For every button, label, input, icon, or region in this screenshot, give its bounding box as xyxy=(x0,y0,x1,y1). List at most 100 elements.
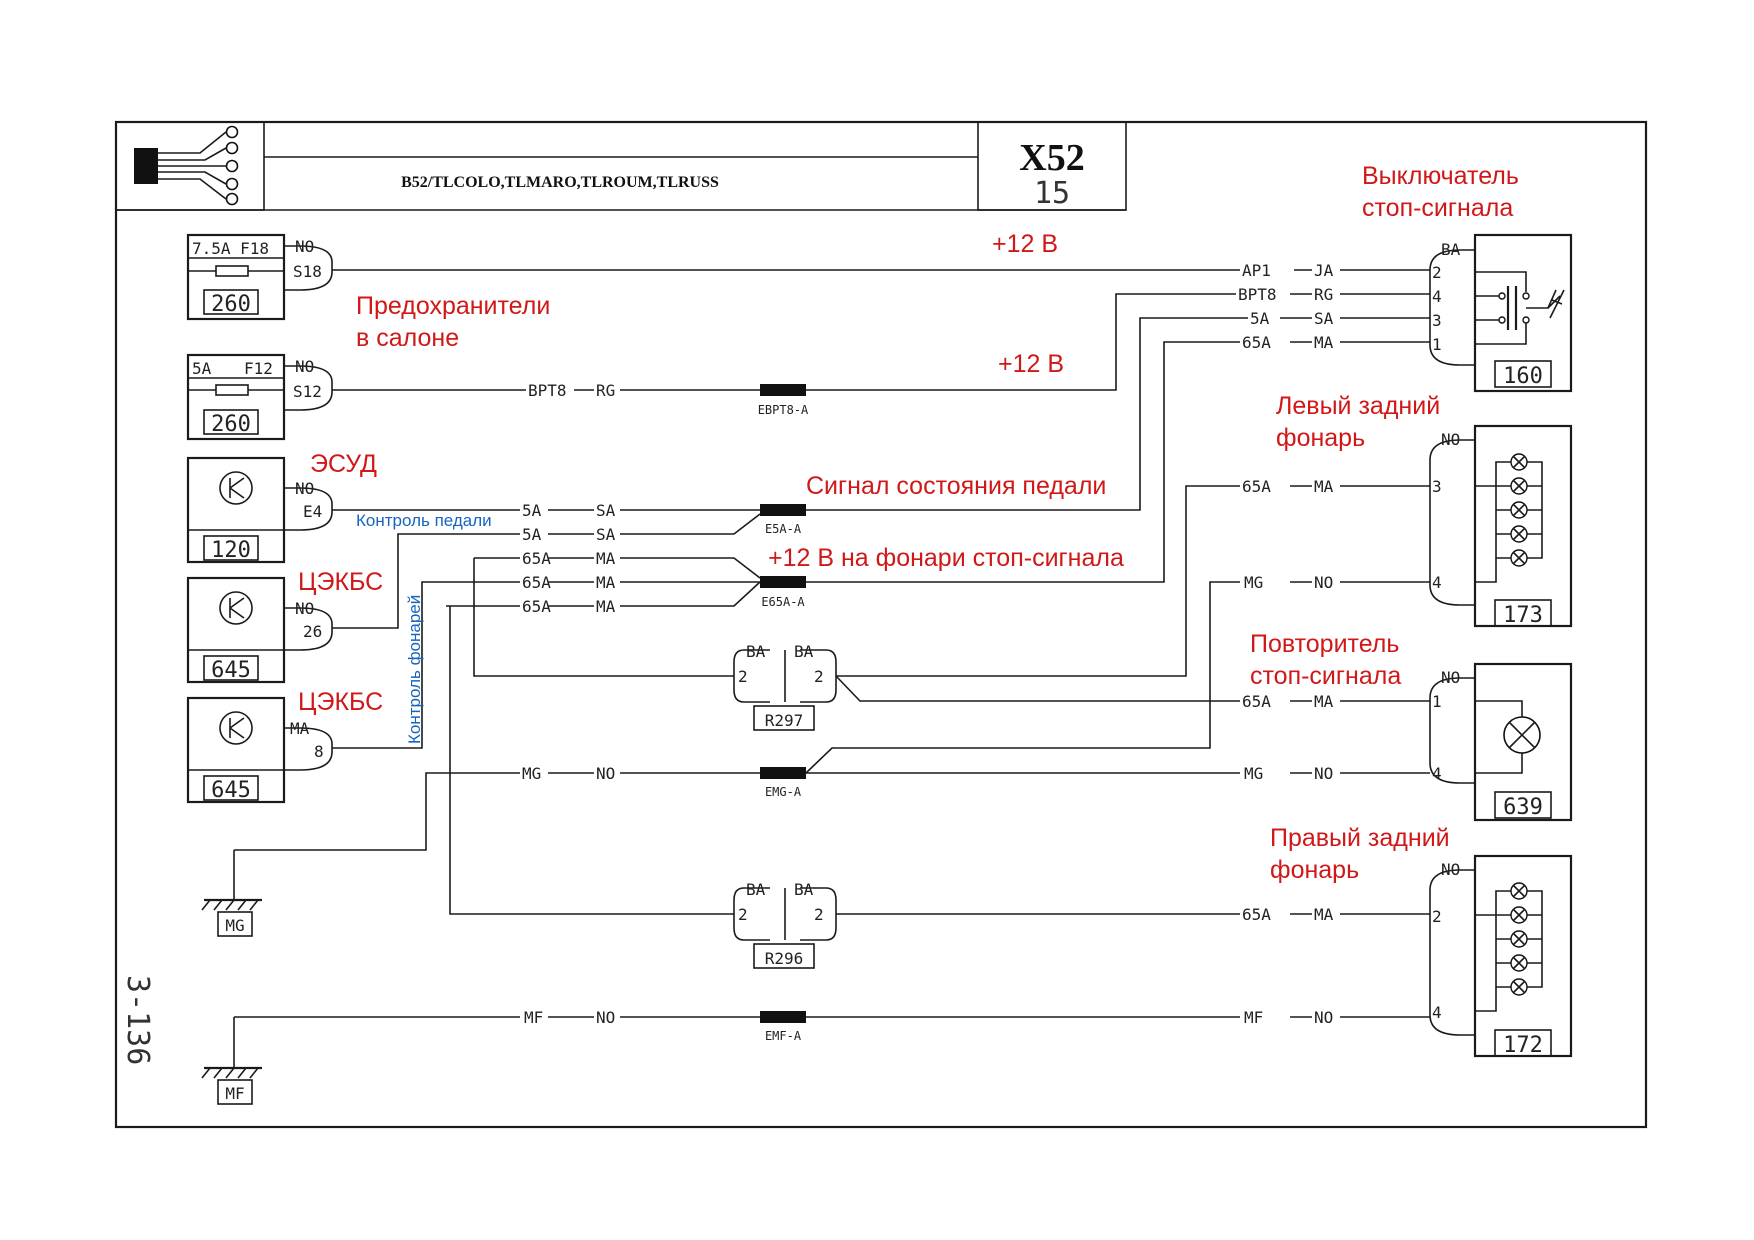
wire-label: AP1 xyxy=(1242,261,1271,280)
wire-label: 65A xyxy=(522,597,551,616)
fuse-f12-ref: 260 xyxy=(211,412,251,437)
lamp-173-ref: 173 xyxy=(1503,603,1543,628)
fuse-f12-rating-a: 5A xyxy=(192,359,212,378)
wire-label: 65A xyxy=(522,549,551,568)
switch-160-conn: BA xyxy=(1441,240,1461,259)
splice-emf: EMF-A xyxy=(765,1029,802,1043)
note-repeater-2: стоп-сигнала xyxy=(1250,662,1401,690)
transistor-icon xyxy=(219,711,253,745)
ecu-120-ref: 120 xyxy=(211,538,251,563)
lamp-639-conn: NO xyxy=(1441,668,1460,687)
wire-label: NO xyxy=(1314,573,1333,592)
wire-label: RG xyxy=(596,381,615,400)
r297-pin-right: 2 xyxy=(814,667,824,686)
wire-label: MA xyxy=(596,597,616,616)
wire-label: 65A xyxy=(522,573,551,592)
splice-emg: EMG-A xyxy=(765,785,802,799)
note-switch-2: стоп-сигнала xyxy=(1362,194,1513,222)
wire-label: MG xyxy=(522,764,541,783)
wire-label: NO xyxy=(1314,1008,1333,1027)
note-plus12-top: +12 В xyxy=(992,230,1058,258)
lamp-173-pin-3: 3 xyxy=(1432,477,1442,496)
wire-labels: AP1 JA BPT8 RG 5A SA 65A MA BPT8 RG 5A S… xyxy=(522,261,1334,1027)
wire-label: MA xyxy=(1314,333,1334,352)
sheet-number: 3-136 xyxy=(120,975,155,1065)
lamp-172-ref: 172 xyxy=(1503,1033,1543,1058)
ecu-120-pin: E4 xyxy=(303,502,322,521)
wire-label: RG xyxy=(1314,285,1333,304)
lamp-639-pin-4: 4 xyxy=(1432,764,1442,783)
wire-label: JA xyxy=(1314,261,1334,280)
note-left-lamp-2: фонарь xyxy=(1276,424,1365,452)
wire-label: 65A xyxy=(1242,477,1271,496)
note-repeater-1: Повторитель xyxy=(1250,630,1399,658)
wire-label: NO xyxy=(596,1008,615,1027)
wire-label: 65A xyxy=(1242,692,1271,711)
ecu-645-b: 645 MA 8 xyxy=(186,696,333,804)
r297-conn-left: BA xyxy=(746,642,766,661)
wire-label: SA xyxy=(1314,309,1334,328)
lamp-639-pin-1: 1 xyxy=(1432,692,1442,711)
lamp-173-conn: NO xyxy=(1441,430,1460,449)
fuse-f12: 5A F12 260 NO S12 xyxy=(186,353,333,441)
note-tsekbs-2: ЦЭКБС xyxy=(298,688,383,716)
page-number: 15 xyxy=(1034,176,1070,211)
wire-label: MA xyxy=(596,549,616,568)
note-lamps-power: +12 В на фонари стоп-сигнала xyxy=(768,544,1124,572)
note-fuses-2: в салоне xyxy=(356,324,459,352)
ecu-645-b-pin-color: MA xyxy=(290,719,310,738)
switch-160-pin-1: 2 xyxy=(1432,263,1442,282)
lamp-172-pin-4: 4 xyxy=(1432,1003,1442,1022)
transistor-icon xyxy=(219,591,253,625)
splice-ebpt8: EBPT8-A xyxy=(758,403,809,417)
wire-label: MG xyxy=(1244,573,1263,592)
lamp-639-ref: 639 xyxy=(1503,795,1543,820)
fuse-f18-pin: S18 xyxy=(293,262,322,281)
note-right-lamp-1: Правый задний xyxy=(1270,824,1450,852)
r296-ref: R296 xyxy=(765,949,804,968)
note-right-lamp-2: фонарь xyxy=(1270,856,1359,884)
r296-conn-left: BA xyxy=(746,880,766,899)
resistor-r296: BA BA 2 2 R296 xyxy=(733,880,837,969)
wire-label: MA xyxy=(1314,477,1334,496)
wire-label: MF xyxy=(524,1008,543,1027)
wire-label: SA xyxy=(596,501,616,520)
fuse-f12-pin-color: NO xyxy=(295,357,314,376)
fuse-f18: 7.5A F18 260 NO S18 xyxy=(186,233,333,321)
right-rear-lamp-172: 172 NO 2 4 xyxy=(1429,854,1573,1058)
diagram-code: X52 xyxy=(1019,137,1084,179)
note-pedal-signal: Сигнал состояния педали xyxy=(806,472,1106,500)
fuse-f18-rating: 7.5A F18 xyxy=(192,239,269,258)
switch-160-pin-4: 1 xyxy=(1432,335,1442,354)
switch-160-pin-2: 4 xyxy=(1432,287,1442,306)
r297-pin-left: 2 xyxy=(738,667,748,686)
wire-label: BPT8 xyxy=(1238,285,1277,304)
note-left-lamp-1: Левый задний xyxy=(1276,392,1440,420)
note-plus12-mid: +12 В xyxy=(998,350,1064,378)
lamp-172-pin-2: 2 xyxy=(1432,907,1442,926)
ecu-645-a-pin: 26 xyxy=(303,622,322,641)
note-pedal-control: Контроль педали xyxy=(356,511,492,530)
wire-label: 65A xyxy=(1242,333,1271,352)
annotations: +12 В +12 В Предохранители в салоне ЭСУД… xyxy=(298,162,1519,884)
ecu-120-pin-color: NO xyxy=(295,479,314,498)
lamp-172-conn: NO xyxy=(1441,860,1460,879)
ecu-120: 120 NO E4 xyxy=(186,456,333,564)
wires xyxy=(234,269,1430,1018)
transistor-icon xyxy=(219,471,253,505)
note-tsekbs-1: ЦЭКБС xyxy=(298,568,383,596)
bulb-icon xyxy=(1510,882,1528,996)
wire-label: 5A xyxy=(522,525,542,544)
switch-160-ref: 160 xyxy=(1503,364,1543,389)
drawing-frame xyxy=(114,120,1648,1129)
note-lamp-control: Контроль фонарей xyxy=(405,595,424,744)
splices: EBPT8-A E5A-A E65A-A EMG-A EMF-A xyxy=(758,384,809,1043)
fuse-f18-ref: 260 xyxy=(211,292,251,317)
ecu-645-a-ref: 645 xyxy=(211,658,251,683)
switch-160-pin-3: 3 xyxy=(1432,311,1442,330)
wire-label: MG xyxy=(1244,764,1263,783)
title-options: B52/TLCOLO,TLMARO,TLROUM,TLRUSS xyxy=(401,174,719,191)
left-rear-lamp-173: 173 NO 3 4 xyxy=(1429,424,1573,628)
wire-label: NO xyxy=(1314,764,1333,783)
